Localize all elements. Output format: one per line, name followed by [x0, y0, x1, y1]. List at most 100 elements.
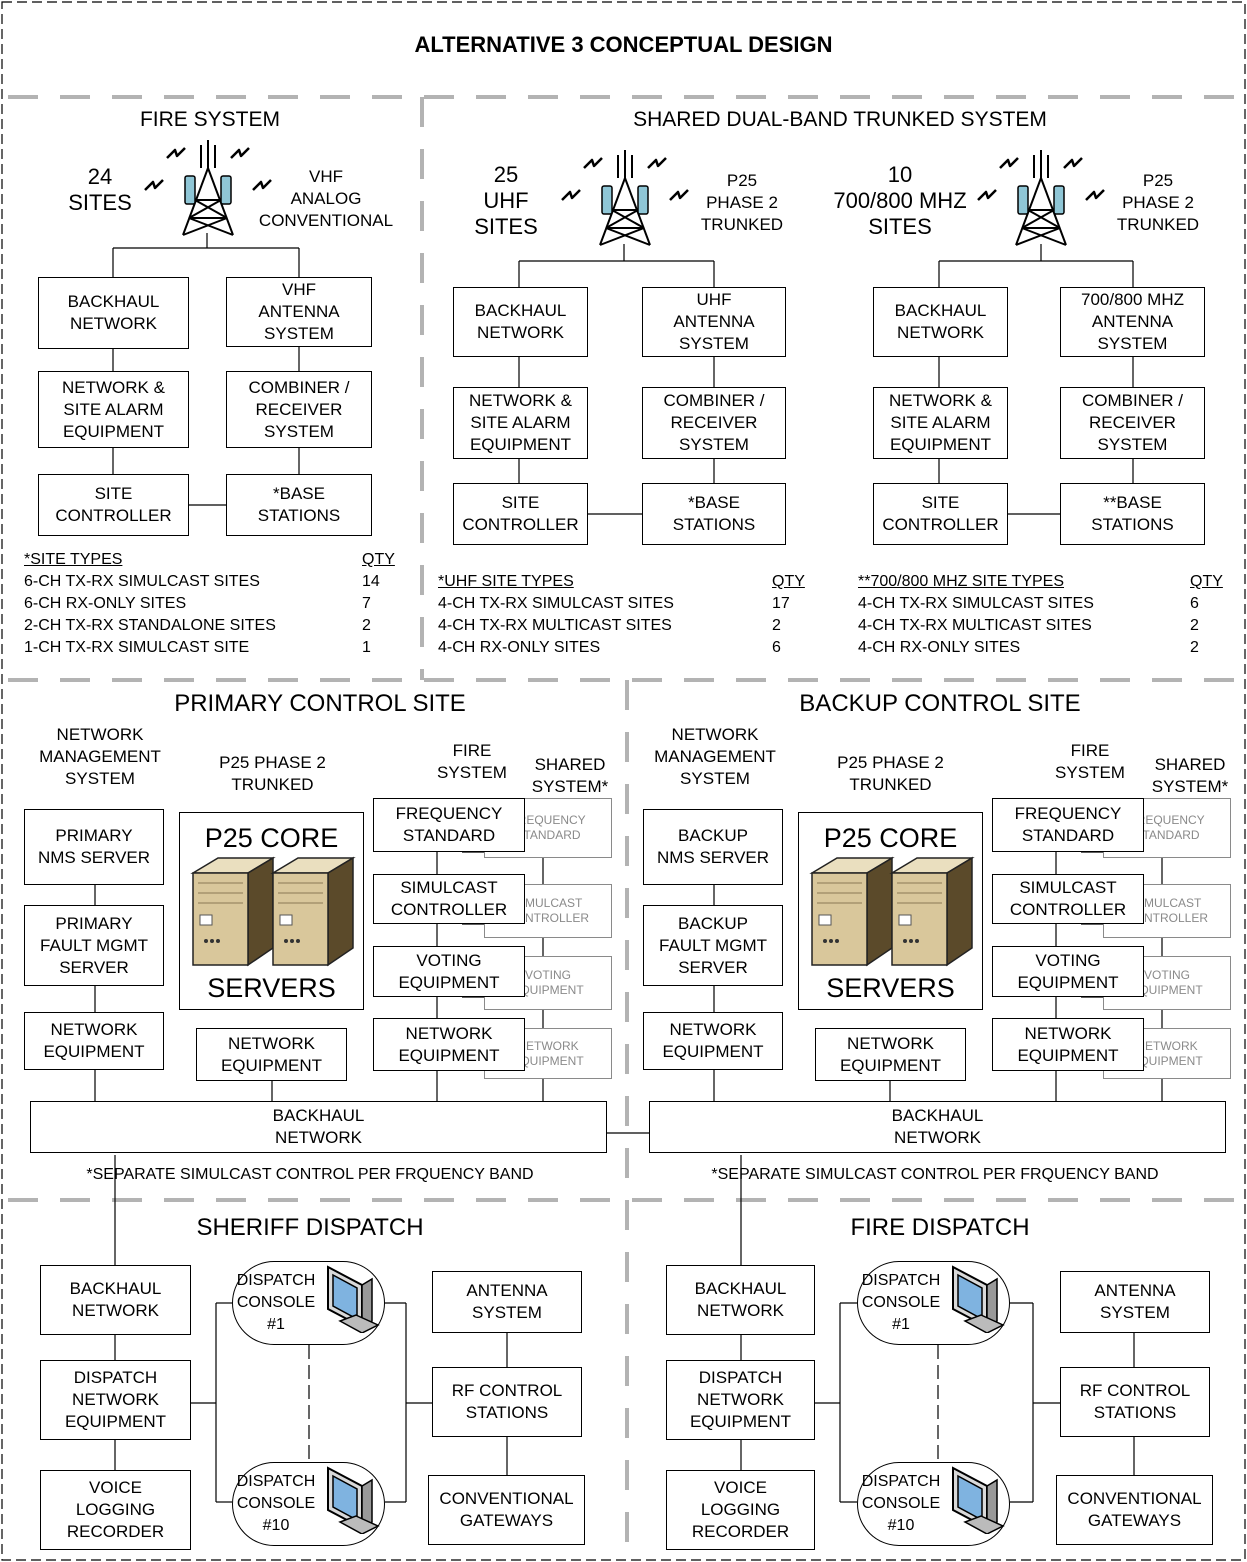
backup-fire-label: FIRE SYSTEM	[1038, 740, 1142, 784]
primary-core-network-equipment: NETWORK EQUIPMENT	[196, 1028, 347, 1081]
sheriff-backhaul-network: BACKHAUL NETWORK	[40, 1265, 191, 1335]
uhf-site-count: 25 UHF SITES	[470, 162, 542, 240]
core-title: P25 CORE	[799, 823, 982, 853]
primary-p25-label: P25 PHASE 2 TRUNKED	[180, 752, 365, 796]
uhf-base-stations: *BASE STATIONS	[642, 483, 786, 545]
console-label: DISPATCH CONSOLE #10	[859, 1471, 943, 1537]
primary-fire-voting-equipment: VOTING EQUIPMENT	[373, 946, 525, 997]
uhf-antenna-system: UHF ANTENNA SYSTEM	[642, 287, 786, 357]
table-header: *SITE TYPES	[24, 549, 362, 571]
fire-dispatch-backhaul-network: BACKHAUL NETWORK	[666, 1265, 815, 1335]
fire-dispatch-heading: FIRE DISPATCH	[770, 1214, 1110, 1242]
fire-vhf-antenna-system: VHF ANTENNA SYSTEM	[226, 277, 372, 347]
core-subtitle: SERVERS	[799, 973, 982, 1003]
sheriff-antenna-system: ANTENNA SYSTEM	[432, 1271, 582, 1333]
backup-p25-label: P25 PHASE 2 TRUNKED	[798, 752, 983, 796]
backup-fire-voting-equipment: VOTING EQUIPMENT	[992, 946, 1144, 997]
primary-fire-simulcast-controller: SIMULCAST CONTROLLER	[373, 874, 525, 924]
primary-shared-label: SHARED SYSTEM*	[520, 754, 620, 798]
primary-fault-server: PRIMARY FAULT MGMT SERVER	[24, 905, 164, 986]
backup-network-equipment-left: NETWORK EQUIPMENT	[643, 1012, 783, 1070]
primary-control-heading: PRIMARY CONTROL SITE	[120, 690, 520, 718]
uhf-radio-type: P25 PHASE 2 TRUNKED	[692, 170, 792, 236]
sheriff-rf-control-stations: RF CONTROL STATIONS	[432, 1367, 582, 1437]
fire-dispatch-conventional-gateways: CONVENTIONAL GATEWAYS	[1056, 1475, 1213, 1545]
sheriff-conventional-gateways: CONVENTIONAL GATEWAYS	[428, 1475, 585, 1545]
computer-monitor-icon	[947, 1263, 1007, 1333]
band700-site-count: 10 700/800 MHZ SITES	[825, 162, 975, 240]
fire-network-alarm-equipment: NETWORK & SITE ALARM EQUIPMENT	[38, 371, 189, 448]
fire-site-count: 24 SITES	[65, 164, 135, 216]
primary-fire-label: FIRE SYSTEM	[420, 740, 524, 784]
server-icon	[807, 853, 977, 973]
primary-nms-server: PRIMARY NMS SERVER	[24, 809, 164, 885]
sheriff-voice-logging-recorder: VOICE LOGGING RECORDER	[40, 1470, 191, 1550]
primary-note: *SEPARATE SIMULCAST CONTROL PER FRQUENCY…	[30, 1164, 590, 1186]
table-header: *UHF SITE TYPES	[438, 571, 772, 593]
fire-system-heading: FIRE SYSTEM	[100, 108, 320, 132]
primary-fire-frequency-standard: FREQUENCY STANDARD	[373, 798, 525, 852]
band700-backhaul-network: BACKHAUL NETWORK	[873, 287, 1008, 357]
primary-network-equipment-left: NETWORK EQUIPMENT	[24, 1012, 164, 1070]
qty-header: QTY	[362, 549, 394, 571]
band700-combiner-receiver: COMBINER / RECEIVER SYSTEM	[1060, 387, 1205, 459]
console-label: DISPATCH CONSOLE #1	[234, 1270, 318, 1336]
shared-system-heading: SHARED DUAL-BAND TRUNKED SYSTEM	[520, 108, 1160, 132]
qty-header: QTY	[1190, 571, 1230, 593]
band700-site-controller: SITE CONTROLLER	[873, 483, 1008, 545]
radio-tower-icon	[976, 150, 1106, 250]
band700-radio-type: P25 PHASE 2 TRUNKED	[1108, 170, 1208, 236]
fire-backhaul-network: BACKHAUL NETWORK	[38, 277, 189, 349]
backup-fire-frequency-standard: FREQUENCY STANDARD	[992, 798, 1144, 852]
backup-core-network-equipment: NETWORK EQUIPMENT	[815, 1028, 966, 1081]
backup-fault-server: BACKUP FAULT MGMT SERVER	[643, 905, 783, 986]
sheriff-dispatch-network-equipment: DISPATCH NETWORK EQUIPMENT	[40, 1360, 191, 1440]
band700-base-stations: **BASE STATIONS	[1060, 483, 1205, 545]
backup-note: *SEPARATE SIMULCAST CONTROL PER FRQUENCY…	[655, 1164, 1215, 1186]
uhf-combiner-receiver: COMBINER / RECEIVER SYSTEM	[642, 387, 786, 459]
uhf-network-alarm-equipment: NETWORK & SITE ALARM EQUIPMENT	[453, 387, 588, 459]
uhf-backhaul-network: BACKHAUL NETWORK	[453, 287, 588, 357]
fire-dispatch-voice-logging-recorder: VOICE LOGGING RECORDER	[666, 1470, 815, 1550]
table-header: **700/800 MHZ SITE TYPES	[858, 571, 1190, 593]
backup-control-heading: BACKUP CONTROL SITE	[740, 690, 1140, 718]
core-title: P25 CORE	[180, 823, 363, 853]
backup-fire-simulcast-controller: SIMULCAST CONTROLLER	[992, 874, 1144, 924]
fire-dispatch-rf-control-stations: RF CONTROL STATIONS	[1060, 1367, 1210, 1437]
primary-p25-core: P25 CORE SERVERS	[179, 812, 364, 1010]
backup-p25-core: P25 CORE SERVERS	[798, 812, 983, 1010]
table-row: 6-CH TX-RX SIMULCAST SITES14	[24, 571, 394, 593]
core-subtitle: SERVERS	[180, 973, 363, 1003]
backup-fire-network-equipment: NETWORK EQUIPMENT	[992, 1018, 1144, 1071]
uhf-site-controller: SITE CONTROLLER	[453, 483, 588, 545]
primary-fire-network-equipment: NETWORK EQUIPMENT	[373, 1018, 525, 1071]
console-label: DISPATCH CONSOLE #1	[859, 1270, 943, 1336]
primary-nms-label: NETWORK MANAGEMENT SYSTEM	[30, 724, 170, 790]
backup-shared-label: SHARED SYSTEM*	[1140, 754, 1240, 798]
diagram-title: ALTERNATIVE 3 CONCEPTUAL DESIGN	[0, 34, 1247, 56]
qty-header: QTY	[772, 571, 810, 593]
fire-base-stations: *BASE STATIONS	[226, 474, 372, 536]
table-row: 4-CH TX-RX SIMULCAST SITES17	[438, 593, 810, 615]
computer-monitor-icon	[947, 1464, 1007, 1534]
computer-monitor-icon	[322, 1263, 382, 1333]
fire-dispatch-antenna-system: ANTENNA SYSTEM	[1060, 1271, 1210, 1333]
radio-tower-icon	[143, 140, 273, 240]
backup-nms-server: BACKUP NMS SERVER	[643, 809, 783, 885]
fire-dispatch-network-equipment: DISPATCH NETWORK EQUIPMENT	[666, 1360, 815, 1440]
fire-site-controller: SITE CONTROLLER	[38, 474, 189, 536]
backup-backhaul-network: BACKHAUL NETWORK	[649, 1101, 1226, 1153]
radio-tower-icon	[560, 150, 690, 250]
band700-network-alarm-equipment: NETWORK & SITE ALARM EQUIPMENT	[873, 387, 1008, 459]
